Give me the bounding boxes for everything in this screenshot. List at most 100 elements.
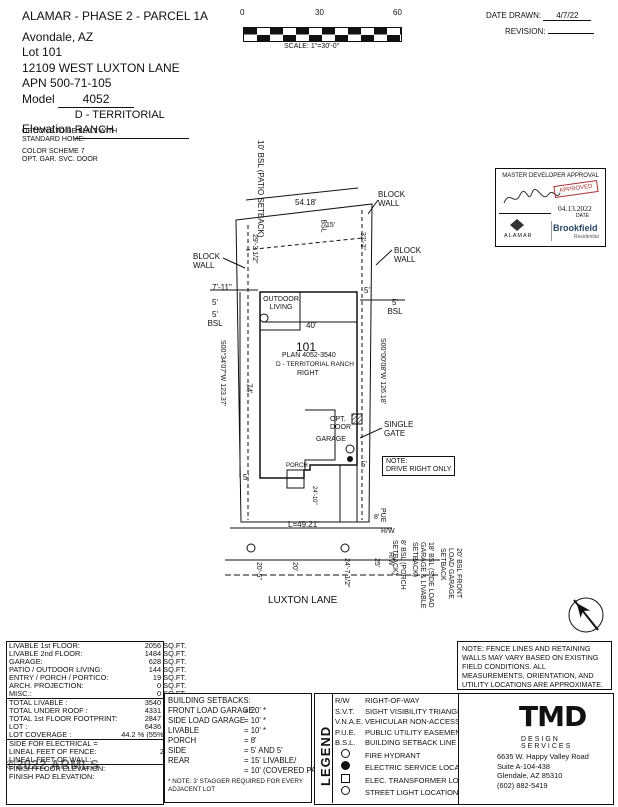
- setback-row: PORCH = 8': [168, 736, 308, 746]
- legend-desc: PUBLIC UTILITY EASEMENT: [365, 727, 466, 737]
- stats-label: LINEAL FEET OF FENCE:: [9, 747, 97, 756]
- dim-7-11-label: 7'-11": [212, 283, 232, 292]
- stats-row: LIVABLE 1st FLOOR:2056 SQ.FT.: [7, 642, 188, 650]
- elevation-label: Elevation: [22, 122, 72, 136]
- setback-row: REAR= 15' LIVABLE/: [168, 756, 308, 766]
- single-gate-label: SINGLE GATE: [384, 420, 414, 438]
- options-line: OPT. GAR. SVC. DOOR: [22, 156, 98, 163]
- block-wall-label: BLOCK WALL: [193, 252, 221, 270]
- signature-icon: [503, 188, 561, 204]
- pue-label: PUE: [379, 508, 386, 523]
- legend-abbr: R/W: [335, 696, 350, 705]
- setback-value: = 10' *: [244, 716, 267, 725]
- elevation-line: Elevation D - TERRITORIAL RANCH: [22, 108, 189, 139]
- electric-service-icon: [341, 761, 350, 770]
- area-stats-box: LIVABLE 1st FLOOR:2056 SQ.FT.LIVABLE 2nd…: [6, 641, 189, 805]
- legend-abbr: P.U.E.: [335, 727, 356, 737]
- outdoor-living-label: OUTDOOR LIVING: [263, 296, 299, 311]
- apn-line: APN 500-71-105: [22, 76, 111, 91]
- model-line: Model 4052: [22, 92, 135, 108]
- stats-label: SIDE FOR ELECTRICAL =: [7, 739, 120, 748]
- plan-name: PLAN 4052-3540: [282, 352, 336, 359]
- stats-label: LOT COVERAGE :: [9, 730, 72, 739]
- legend-desc: FIRE HYDRANT: [365, 750, 421, 760]
- stats-label: LOT :: [9, 722, 28, 731]
- bsl-front-label: 20' BSL FRONT LOAD GARAGE SETBACK: [439, 548, 462, 599]
- company-name: DESIGN SERVICES: [521, 736, 573, 750]
- company-address-line: Glendale, AZ 85310: [497, 771, 563, 780]
- model-value: 4052: [58, 92, 135, 108]
- watermark: ©2022 ARMLS: [6, 757, 100, 772]
- dim-5-a-label: 5': [243, 473, 249, 482]
- stats-row: LIVABLE 2nd FLOOR: 1484 SQ.FT.: [7, 650, 188, 658]
- approval-title: MASTER DEVELOPER APPROVAL: [502, 173, 599, 179]
- legend-row: ELECTRIC SERVICE LOCATION: [335, 761, 486, 774]
- drive-note-title: NOTE:: [386, 458, 408, 465]
- city: Avondale, AZ: [22, 30, 94, 44]
- alamar-logo-icon: [510, 219, 524, 231]
- gate-leader: [359, 427, 383, 439]
- stats-row: LOT COVERAGE :44.2 % (55% MAX.): [7, 731, 188, 740]
- stats-value: 0 SQ.FT.: [157, 681, 187, 690]
- setback-type: SIDE: [168, 746, 187, 755]
- setback-type: PORCH: [168, 736, 197, 745]
- legend-title: LEGEND: [318, 725, 333, 786]
- legend-row: S.V.T.SIGHT VISIBILITY TRIANGLE: [335, 707, 486, 718]
- stats-label: GARAGE:: [9, 657, 43, 666]
- stats-label: LIVABLE 2nd FLOOR:: [9, 649, 83, 658]
- setback-value: = 20' *: [244, 706, 267, 715]
- stats-value: 1484 SQ.FT.: [144, 649, 187, 658]
- lot-boundary: [235, 203, 373, 523]
- bearing-left-label: S00°34'07"W 123.37': [219, 340, 226, 406]
- stats-label: LIVABLE 1st FLOOR:: [9, 641, 80, 650]
- legend-row: STREET LIGHT LOCATION: [335, 786, 486, 799]
- dim-5-right-label: 5': [364, 286, 370, 295]
- legend-abbr: [335, 773, 365, 787]
- lot-line: Lot 101: [22, 45, 62, 60]
- plan-hand: RIGHT: [297, 370, 319, 377]
- dim-right-32-label: 32'-2": [359, 232, 366, 250]
- apn-label: APN: [22, 76, 47, 90]
- company-logo: TMD: [519, 700, 587, 733]
- lot-label: Lot: [22, 45, 39, 59]
- revision: REVISION:: [505, 24, 594, 36]
- legend-abbr: B.S.L.: [335, 738, 356, 747]
- rear-bsl-label: 10' BSL (PATIO SETBACK): [256, 140, 265, 238]
- stats-label: TOTAL UNDER ROOF :: [9, 706, 88, 715]
- stats-label: FINISH PAD ELEVATION:: [9, 772, 95, 781]
- dim-8-label: 8': [374, 514, 380, 521]
- stats-row: ENTRY / PORCH / PORTICO:19 SQ.FT.: [7, 674, 188, 682]
- lot-number: 101: [42, 45, 63, 59]
- options-line: STANDARD HOME:: [22, 136, 85, 143]
- stats-label: TOTAL 1st FLOOR FOOTPRINT:: [9, 714, 118, 723]
- bsl-small-label: BSL: [319, 219, 327, 233]
- company-box: TMD DESIGN SERVICES 6635 W. Happy Valley…: [458, 693, 614, 805]
- setback-value: = 8': [244, 736, 257, 745]
- setback-type: REAR: [168, 756, 190, 765]
- stats-value: 628 SQ.FT.: [148, 657, 187, 666]
- stats-label: MISC.:: [9, 689, 32, 698]
- rear-setback-line: [245, 237, 363, 251]
- legend-desc: VEHICULAR NON-ACCESS EASE.: [365, 717, 485, 726]
- dim-5-b-label: 5': [361, 460, 367, 469]
- company-address-line: 6635 W. Happy Valley Road: [497, 752, 589, 761]
- dim-24-10-label: 24'-10": [311, 486, 317, 505]
- block-wall-label: BLOCK WALL: [378, 190, 406, 208]
- stats-label: LINEAL FEET OF WALL:: [9, 755, 92, 764]
- approval-box: MASTER DEVELOPER APPROVAL APPROVED 04.13…: [495, 168, 606, 247]
- options-block: OPTIONS TO BE BUILT WITH STANDARD HOME: …: [22, 128, 162, 164]
- elevation-value: D - TERRITORIAL RANCH: [74, 108, 189, 139]
- approval-date: 04.13.2022: [558, 204, 592, 213]
- scale-tick-30: 30: [315, 8, 324, 17]
- stats-label: ARCH. PROJECTION:: [9, 681, 84, 690]
- outdoor-living-area: [260, 291, 301, 331]
- scale-label: SCALE: 1"=30'-0": [284, 43, 340, 50]
- driveway: [339, 465, 358, 522]
- address: 12109 WEST LUXTON LANE: [22, 61, 180, 75]
- block-wall-leader: [222, 257, 246, 269]
- drive-note-text: DRIVE RIGHT ONLY: [386, 466, 452, 473]
- dim-left-29-label: 29'-3 1/2": [251, 234, 258, 264]
- scale-tick-0: 0: [240, 8, 245, 17]
- stats-row: FINISH PAD ELEVATION:938.9: [7, 773, 188, 781]
- dim-24-7-label: 24'-7 1/2": [343, 558, 350, 588]
